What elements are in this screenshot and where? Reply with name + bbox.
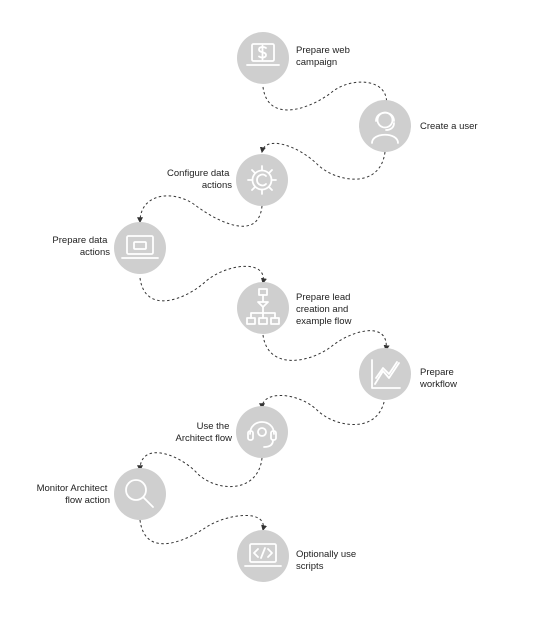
step-prepare-workflow: Prepare workflow xyxy=(359,348,457,400)
user-headset-icon xyxy=(371,111,399,144)
step-optionally-use-scripts: Optionally use scripts xyxy=(237,530,359,582)
step-use-architect-flow: Use the Architect flow xyxy=(176,406,288,458)
connectors xyxy=(137,81,390,545)
magnifier-icon xyxy=(125,479,154,508)
headset-icon xyxy=(247,421,277,448)
step-label: Prepare workflow xyxy=(419,367,457,390)
step-prepare-data-actions: Prepare data actions xyxy=(52,222,166,274)
step-circle xyxy=(236,154,288,206)
connector-7-8 xyxy=(137,452,263,488)
step-circle xyxy=(236,406,288,458)
step-label: Create a user xyxy=(420,121,478,132)
connector-5-6 xyxy=(262,330,390,361)
step-create-a-user: Create a user xyxy=(359,100,478,152)
step-label: Prepare lead creation and example flow xyxy=(296,292,353,327)
step-circle xyxy=(114,222,166,274)
trend-chart-icon xyxy=(371,359,401,389)
step-circle xyxy=(237,530,289,582)
step-label: Configure data actions xyxy=(167,168,232,191)
connector-6-7 xyxy=(259,395,386,426)
dollar-laptop-icon xyxy=(246,43,280,66)
connector-1-2 xyxy=(262,81,390,111)
laptop-icon xyxy=(121,235,159,259)
step-prepare-web-campaign: Prepare web campaign xyxy=(237,32,353,84)
step-circle xyxy=(359,100,411,152)
step-label: Monitor Architect flow action xyxy=(37,483,110,506)
connector-3-4 xyxy=(137,195,263,227)
gear-icon xyxy=(247,165,277,195)
step-label: Optionally use scripts xyxy=(296,549,359,572)
flowchart-icon xyxy=(246,288,280,325)
step-circle xyxy=(114,468,166,520)
step-label: Prepare web campaign xyxy=(296,45,353,68)
connector-2-3 xyxy=(259,142,386,180)
step-monitor-architect-flow-action: Monitor Architect flow action xyxy=(37,468,166,520)
step-label: Prepare data actions xyxy=(52,235,110,258)
connector-8-9 xyxy=(139,515,267,545)
connector-4-5 xyxy=(139,265,267,302)
code-laptop-icon xyxy=(244,543,282,567)
step-prepare-lead-creation: Prepare lead creation and example flow xyxy=(237,282,353,334)
step-configure-data-actions: Configure data actions xyxy=(167,154,288,206)
step-label: Use the Architect flow xyxy=(176,421,233,444)
